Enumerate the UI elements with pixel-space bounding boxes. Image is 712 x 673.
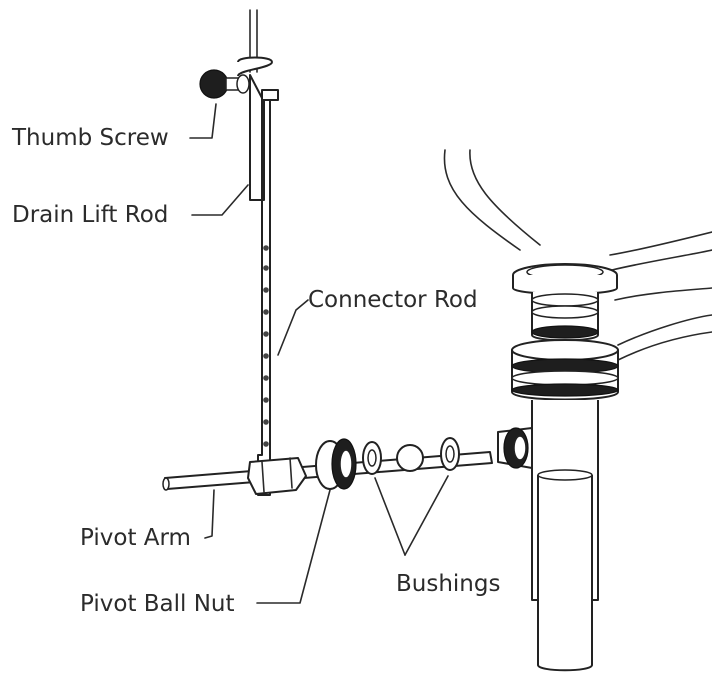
labels: Thumb Screw Drain Lift Rod Connector Rod… bbox=[11, 125, 500, 617]
pivot-ball-nut-part bbox=[315, 438, 357, 490]
bushing-1 bbox=[362, 441, 382, 475]
spring-clip bbox=[247, 457, 307, 495]
leader-connector-rod bbox=[277, 299, 309, 356]
connector-strap bbox=[249, 74, 271, 496]
rod-clip bbox=[237, 56, 273, 77]
strap-holes bbox=[263, 245, 269, 447]
pivot-hardware bbox=[162, 437, 493, 495]
lift-rod-assembly bbox=[199, 9, 279, 496]
label-pivot-ball-nut: Pivot Ball Nut bbox=[80, 591, 235, 617]
leader-pivot-ball-nut bbox=[256, 489, 331, 604]
label-bushings: Bushings bbox=[396, 571, 500, 597]
leader-thumb-screw bbox=[189, 103, 217, 139]
label-pivot-arm: Pivot Arm bbox=[80, 525, 191, 551]
pivot-ball bbox=[396, 444, 424, 472]
leader-lines bbox=[189, 103, 449, 604]
bushing-2 bbox=[440, 437, 460, 471]
label-thumb-screw: Thumb Screw bbox=[11, 125, 169, 151]
thumb-screw-part bbox=[199, 69, 250, 99]
sink-drain-body bbox=[443, 149, 712, 672]
label-connector-rod: Connector Rod bbox=[308, 287, 478, 313]
leader-pivot-arm bbox=[204, 489, 215, 539]
leader-drain-lift-rod bbox=[191, 184, 249, 216]
leader-bushing-2 bbox=[404, 475, 449, 556]
leader-bushing-1 bbox=[374, 477, 406, 556]
label-drain-lift-rod: Drain Lift Rod bbox=[12, 202, 168, 228]
